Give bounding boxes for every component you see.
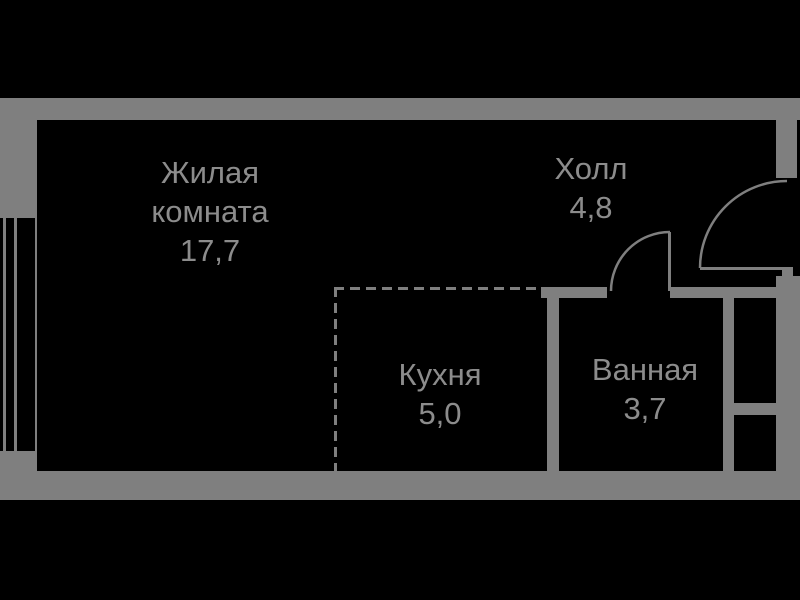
- wall-bathroom-top-left: [541, 287, 607, 298]
- hall-name: Холл: [554, 151, 628, 186]
- wall-left-lower: [0, 451, 37, 472]
- wall-right-upper: [776, 120, 797, 178]
- living-room-area: 17,7: [179, 233, 241, 268]
- kitchen-name: Кухня: [398, 357, 482, 392]
- kitchen-boundary-vertical: [334, 287, 337, 472]
- wall-shaft-divider: [723, 403, 776, 415]
- kitchen-area: 5,0: [418, 396, 462, 431]
- window-inner-line: [35, 218, 37, 451]
- bathroom-area: 3,7: [623, 391, 667, 426]
- living-room-name: Жилая комната: [151, 155, 269, 229]
- bathroom-door-arc: [609, 230, 671, 292]
- window-outer-line: [3, 218, 6, 451]
- room-label-bathroom: Ванная 3,7: [575, 350, 715, 428]
- wall-left-upper: [0, 120, 37, 218]
- wall-bathroom-right: [723, 298, 734, 471]
- entrance-door-leaf: [700, 267, 788, 270]
- room-label-hall: Холл 4,8: [531, 149, 651, 227]
- entrance-door-arc: [698, 179, 788, 269]
- wall-top: [0, 98, 800, 120]
- hall-area: 4,8: [569, 190, 613, 225]
- wall-kitchen-bathroom: [547, 287, 559, 471]
- window-glass-line: [14, 218, 17, 451]
- bathroom-door-leaf: [668, 232, 671, 291]
- room-label-kitchen: Кухня 5,0: [370, 355, 510, 433]
- bathroom-name: Ванная: [591, 352, 699, 387]
- wall-bathroom-top-right: [670, 287, 776, 298]
- kitchen-boundary-horizontal: [334, 287, 541, 290]
- wall-bottom: [0, 471, 800, 500]
- entrance-door-jamb: [782, 267, 793, 278]
- room-label-living: Жилая комната 17,7: [130, 153, 290, 270]
- wall-right-lower: [776, 276, 800, 471]
